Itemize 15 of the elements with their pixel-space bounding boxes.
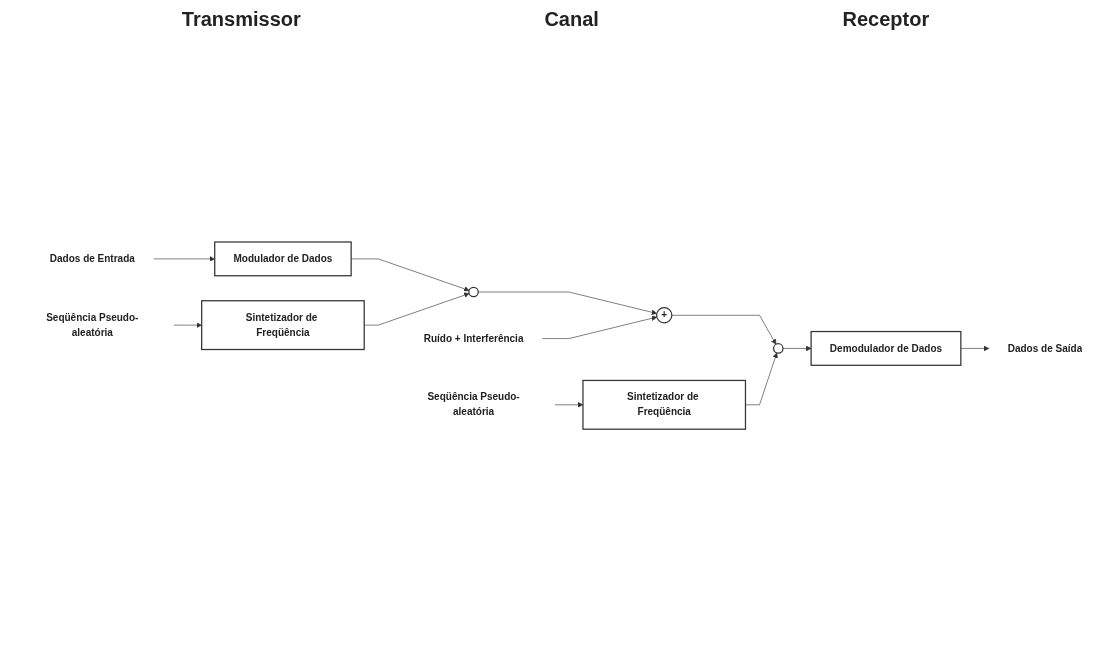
node-box: Sintetizador de Freqüência — [200, 300, 365, 351]
node-circle — [467, 287, 479, 298]
node-text: Seqüência Pseudo-aleatória — [426, 392, 520, 418]
node-text: Seqüência Pseudo-aleatória — [45, 312, 138, 339]
node-box: Demodulador de Dados — [809, 331, 961, 367]
section-label: Canal — [544, 8, 599, 31]
node-text: Ruído + Interferência — [423, 333, 523, 344]
section-label: Receptor — [842, 8, 930, 31]
node-box: Modulador de Dados — [213, 241, 352, 277]
node-circle: + — [655, 307, 672, 324]
node-box: Sintetizador de Freqüência — [581, 380, 746, 431]
section-label: Transmissor — [181, 8, 301, 31]
node-text: Dados de Saída — [1007, 343, 1082, 354]
node-circle — [772, 343, 784, 355]
node-text: Dados de Entrada — [49, 253, 135, 265]
